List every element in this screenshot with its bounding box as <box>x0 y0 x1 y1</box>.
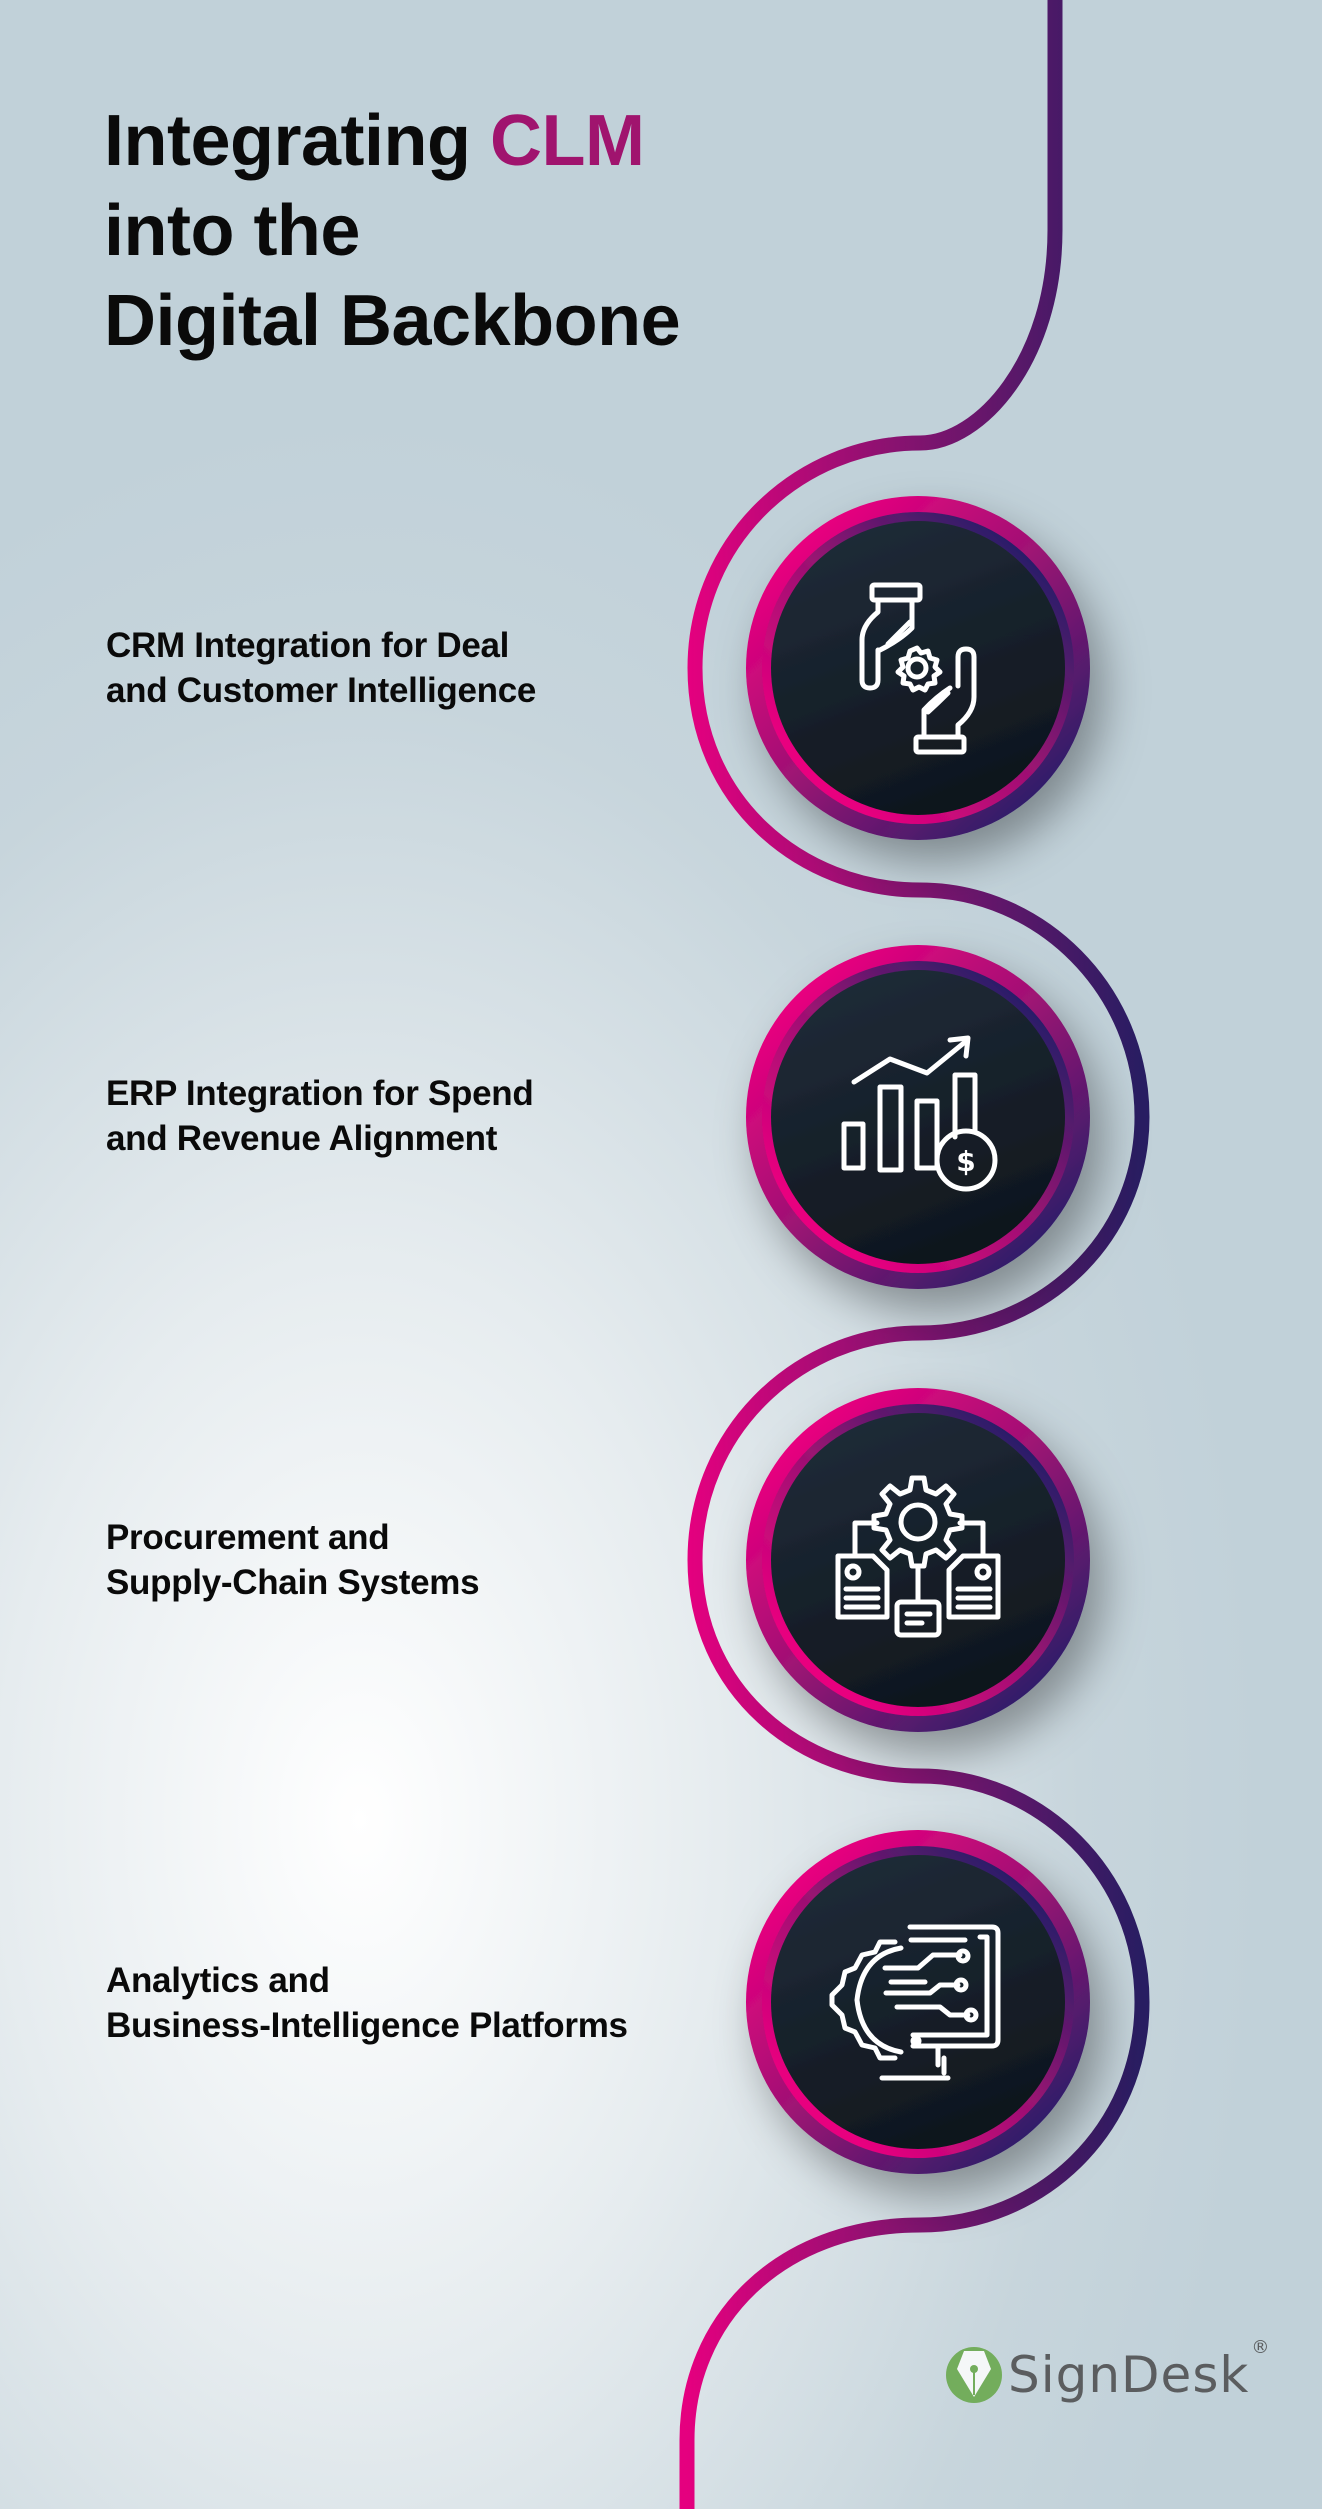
item-procurement-supply-chain: Procurement and Supply-Chain Systems <box>106 1515 480 1605</box>
item-line-1: CRM Integration for Deal <box>106 626 510 665</box>
item-analytics-bi: Analytics and Business-Intelligence Plat… <box>106 1958 628 2048</box>
page-title: Integrating CLM into the Digital Backbon… <box>104 96 681 366</box>
item-line-1: Analytics and <box>106 1961 330 2000</box>
node-circle-1 <box>746 496 1090 840</box>
signdesk-logo: SignDesk ® <box>944 2335 1269 2415</box>
item-erp-integration: ERP Integration for Spend and Revenue Al… <box>106 1071 534 1161</box>
brand-name: SignDesk <box>1008 2346 1250 2404</box>
node-circle-4 <box>746 1830 1090 2174</box>
growth-chart-dollar-icon: $ <box>841 1035 998 1192</box>
title-line-1: Integrating CLM <box>104 96 680 186</box>
gear-documents-flow-icon <box>835 1475 1001 1638</box>
title-prefix: Integrating <box>104 101 490 181</box>
item-crm-integration: CRM Integration for Deal and Customer In… <box>106 623 536 713</box>
title-line-3: Digital Backbone <box>104 281 681 361</box>
title-line-2: into the <box>104 191 360 271</box>
item-line-2: Supply-Chain Systems <box>106 1563 480 1602</box>
monitor-gear-circuit-icon <box>829 1924 1001 2081</box>
connector-path <box>679 0 1150 2509</box>
pen-nib-logo-icon <box>946 2347 1002 2403</box>
item-line-2: Business-Intelligence Platforms <box>106 2006 628 2045</box>
node-circle-3 <box>746 1388 1090 1732</box>
item-line-2: and Customer Intelligence <box>106 671 537 710</box>
item-line-1: ERP Integration for Spend <box>106 1074 534 1113</box>
svg-text:$: $ <box>956 1145 975 1178</box>
hands-gear-icon <box>859 582 977 755</box>
title-accent-clm: CLM <box>490 101 645 181</box>
registered-mark: ® <box>1251 2337 1270 2358</box>
item-line-1: Procurement and <box>106 1518 390 1557</box>
item-line-2: and Revenue Alignment <box>106 1119 498 1158</box>
